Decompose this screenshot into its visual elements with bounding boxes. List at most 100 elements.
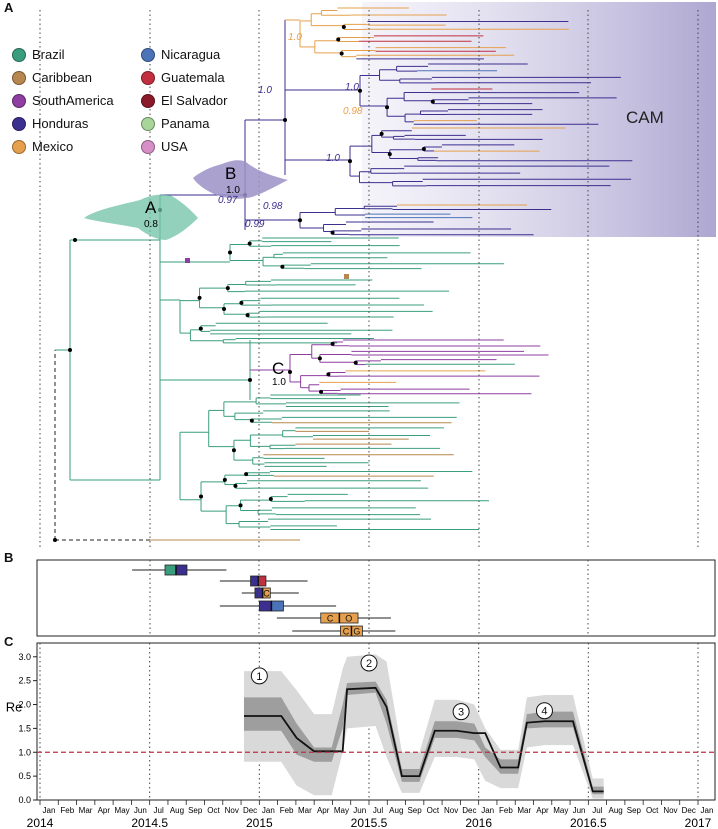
violin-node-b <box>193 160 288 199</box>
node-label-c: C <box>272 359 284 378</box>
month-tick-label: Oct <box>207 806 220 815</box>
support-value: 0.97 <box>218 195 238 206</box>
box-letter: C <box>327 614 334 624</box>
legend-swatch <box>12 93 26 108</box>
legend-swatch <box>141 139 155 154</box>
tmrca-box <box>219 575 308 587</box>
month-tick-label: Feb <box>499 806 513 815</box>
tree-node <box>238 503 243 508</box>
support-value: 1.0 <box>345 82 359 93</box>
year-tick-label: 2014 <box>27 816 54 829</box>
tree-node <box>280 264 285 269</box>
svg-text:2: 2 <box>366 658 372 670</box>
tree-node <box>326 372 331 377</box>
svg-text:3: 3 <box>458 707 464 719</box>
epidemic-label: 2 <box>360 654 378 672</box>
tree-node <box>244 472 249 477</box>
panel-label-c: C <box>4 634 14 649</box>
tip-marker-southamerica <box>185 258 190 263</box>
legend-item-brazil: Brazil <box>12 47 65 62</box>
month-tick-label: Dec <box>243 806 257 815</box>
box-letter: C <box>263 589 270 599</box>
legend-swatch <box>141 93 155 108</box>
month-tick-label: May <box>334 806 349 815</box>
month-tick-label: Jun <box>573 806 586 815</box>
legend-label: El Salvador <box>161 93 228 108</box>
month-tick-label: Apr <box>536 806 549 815</box>
year-tick-label: 2016 <box>465 816 492 829</box>
legend-item-usa: USA <box>141 139 188 154</box>
month-tick-label: Sep <box>407 806 422 815</box>
legend-item-caribbean: Caribbean <box>12 70 92 85</box>
month-tick-label: Jan <box>43 806 56 815</box>
month-tick-label: Mar <box>517 806 531 815</box>
year-tick-label: 2017 <box>685 816 712 829</box>
tree-node <box>198 326 203 331</box>
support-value: 1.0 <box>258 85 272 96</box>
month-tick-label: Feb <box>60 806 74 815</box>
panel-label-b: B <box>4 550 14 565</box>
y-tick-label: 3.0 <box>18 652 31 662</box>
support-value: 1.0 <box>326 153 340 164</box>
month-tick-label: Nov <box>663 806 677 815</box>
tree-node <box>379 131 384 136</box>
month-tick-label: May <box>553 806 568 815</box>
month-tick-label: Nov <box>225 806 239 815</box>
box-letter: C <box>343 627 350 637</box>
y-tick-label: 0.0 <box>18 795 31 805</box>
month-tick-label: Oct <box>427 806 440 815</box>
y-tick-label: 1.0 <box>18 747 31 757</box>
tree-node <box>348 159 352 164</box>
month-tick-label: Jul <box>154 806 164 815</box>
legend-item-southamerica: SouthAmerica <box>12 93 114 108</box>
month-tick-label: Dec <box>682 806 696 815</box>
tip-marker-caribbean <box>344 274 349 279</box>
tree-node <box>341 24 346 29</box>
tree-node <box>222 477 227 482</box>
legend-item-nicaragua: Nicaragua <box>141 47 220 62</box>
month-tick-label: Jan <box>481 806 494 815</box>
panel-label-a: A <box>4 0 14 15</box>
legend-label: Guatemala <box>161 70 225 85</box>
tree-node <box>228 250 232 255</box>
month-tick-label: Jan <box>701 806 714 815</box>
legend-item-guatemala: Guatemala <box>141 70 225 85</box>
legend-item-mexico: Mexico <box>12 139 73 154</box>
legend-item-honduras: Honduras <box>12 116 88 131</box>
tree-node <box>298 218 302 223</box>
legend-label: Nicaragua <box>161 47 221 62</box>
month-tick-label: Mar <box>298 806 312 815</box>
legend-swatch <box>12 70 26 85</box>
legend-label: Mexico <box>32 139 74 154</box>
box-panel-frame <box>36 559 716 637</box>
epidemic-label: 1 <box>250 667 268 685</box>
support-value: 0.99 <box>245 219 265 230</box>
tree-node <box>358 88 362 93</box>
month-tick-label: Apr <box>98 806 111 815</box>
month-tick-label: Apr <box>317 806 330 815</box>
tree-node <box>247 241 252 246</box>
month-tick-label: Jan <box>262 806 275 815</box>
y-tick-label: 1.5 <box>18 723 31 733</box>
violin-node-a <box>84 194 198 240</box>
tree-node <box>245 313 250 318</box>
month-tick-label: Jun <box>134 806 147 815</box>
legend-label: Caribbean <box>32 70 92 85</box>
support-value: 1.0 <box>288 32 302 43</box>
re-median-line <box>243 686 604 793</box>
month-tick-label: Jul <box>373 806 383 815</box>
node-support-a: 0.8 <box>144 219 158 230</box>
tree-node <box>197 295 202 300</box>
tree-node <box>53 538 57 542</box>
month-tick-label: Sep <box>188 806 203 815</box>
tree-node <box>73 238 77 242</box>
tree-node <box>231 448 236 453</box>
tree-node <box>288 370 292 374</box>
month-tick-label: Jul <box>592 806 602 815</box>
month-tick-label: Oct <box>646 806 659 815</box>
